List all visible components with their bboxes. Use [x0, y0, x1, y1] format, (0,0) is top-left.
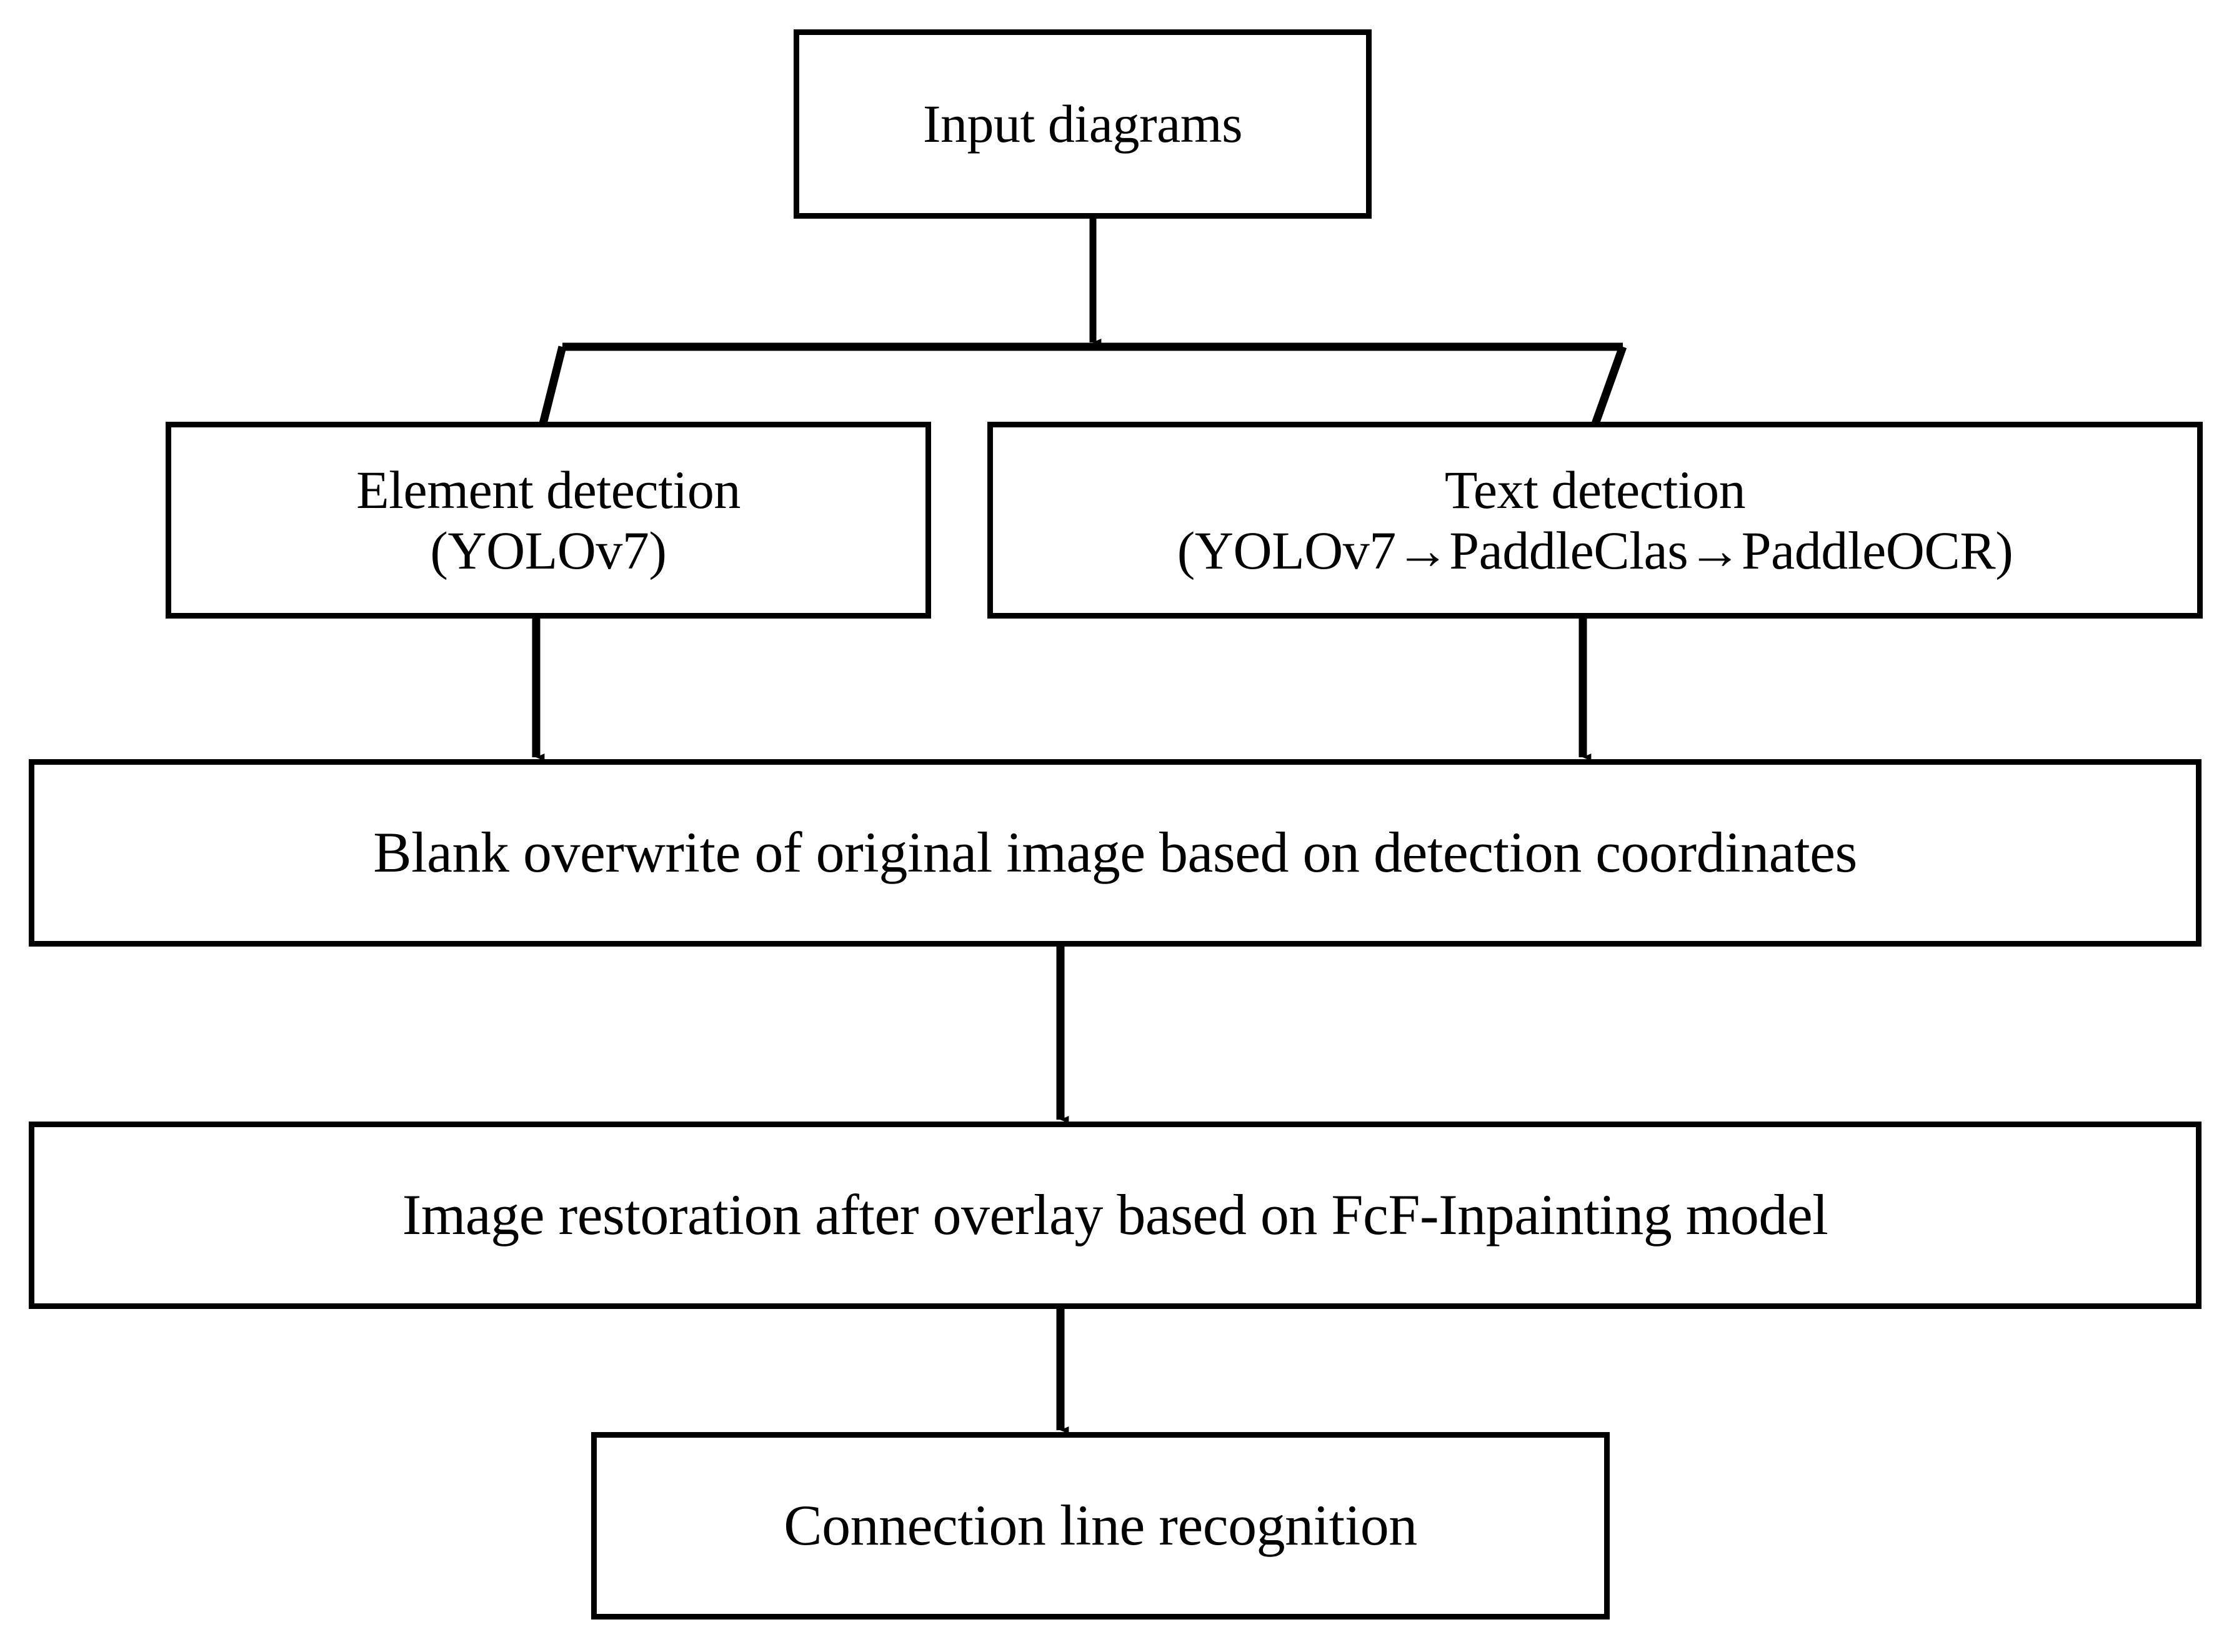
node-input-diagrams[interactable]: Input diagrams: [794, 29, 1372, 219]
node-text-detection[interactable]: Text detection (YOLOv7→PaddleClas→Paddle…: [987, 422, 2203, 619]
node-element-detection[interactable]: Element detection (YOLOv7): [166, 422, 931, 619]
node-blank-overwrite[interactable]: Blank overwrite of original image based …: [29, 759, 2202, 947]
edge-split-bar: [539, 342, 1627, 425]
node-connection-line-recognition[interactable]: Connection line recognition: [591, 1432, 1610, 1620]
node-image-restoration[interactable]: Image restoration after overlay based on…: [29, 1122, 2202, 1309]
